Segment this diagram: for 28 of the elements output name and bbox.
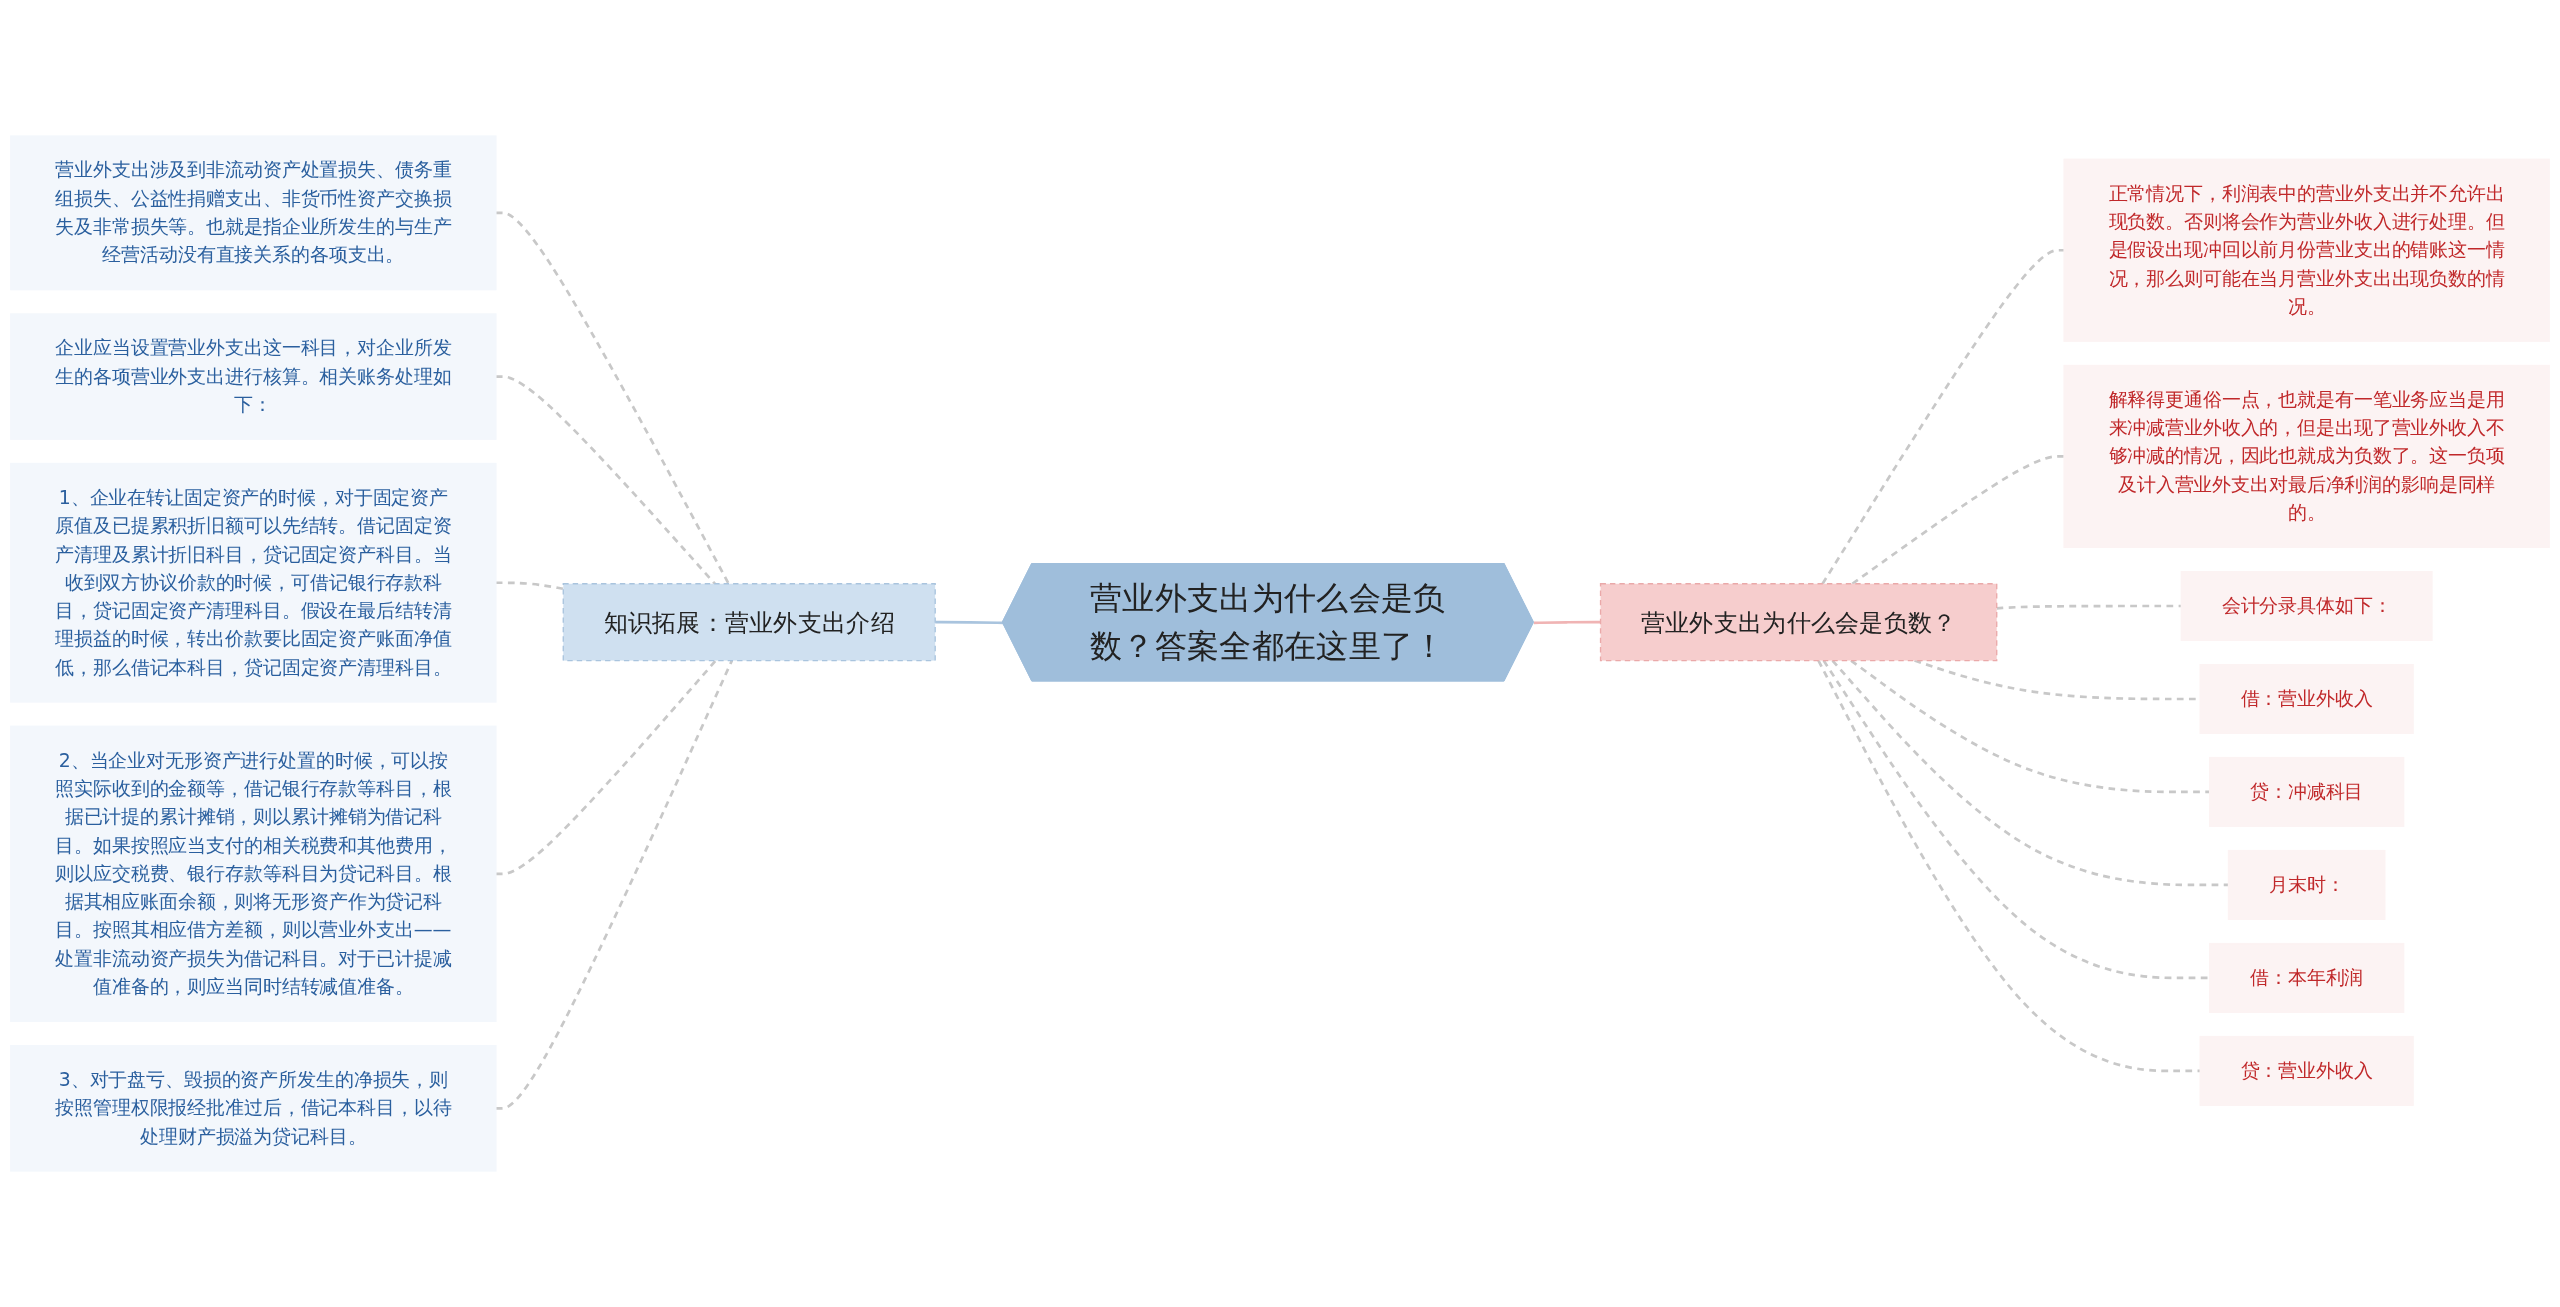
node-box: 1、企业在转让固定资产的时候，对于固定资产原值及已提累积折旧额可以先结转。借记固定资产清理及累计折旧科目，贷记固定资产科目。当收到双方协议价款的时候，可借记银行存款科目，贷记固定资产清理科目。假设在最后结转清理损益的时候，转出价款要比固定资产账面净值低，那么借记本科目，贷记固定资产清理科目。 <box>10 462 497 703</box>
node-box: 会计分录具体如下： <box>2180 570 2433 642</box>
node-box: 月末时： <box>2227 849 2386 920</box>
connector <box>1533 620 1601 625</box>
node-box: 贷：冲减科目 <box>2208 756 2405 827</box>
connector <box>495 659 717 876</box>
connector <box>1851 455 2065 585</box>
connector <box>1831 659 2229 887</box>
node-box: 知识拓展：营业外支出介绍 <box>562 583 936 662</box>
connector <box>1822 659 2210 980</box>
connector <box>1817 659 2201 1073</box>
connector <box>495 375 716 585</box>
node-box: 贷：营业外收入 <box>2199 1035 2414 1106</box>
connector <box>935 620 1004 625</box>
connector <box>495 581 564 591</box>
node-box: 正常情况下，利润表中的营业外支出并不允许出现负数。否则将会作为营业外收入进行处理。但是假设出现冲回以前月份营业支出的错账这一情况，那么则可能在当月营业外支出出现负数的情况。 <box>2063 158 2550 342</box>
node-box: 2、当企业对无形资产进行处置的时候，可以按照实际收到的金额等，借记银行存款等科目，根据已计提的累计摊销，则以累计摊销为借记科目。如果按照应当支付的相关税费和其他费用，则以应交税费、银行存款等科目为贷记科目。根据其相应账面余额，则将无形资产作为贷记科目。按照其相应借方差额，则以营业外支出——处置非流动资产损失为借记科目。对于已计提减值准备的，则应当同时结转减值准备。 <box>10 725 497 1023</box>
connector <box>495 211 730 585</box>
node-box: 企业应当设置营业外支出这一科目，对企业所发生的各项营业外支出进行核算。相关账务处理如下： <box>10 313 497 440</box>
node-box: 营业外支出涉及到非流动资产处置损失、债务重组损失、公益性捐赠支出、非货币性资产交换损失及非常损失等。也就是指企业所发生的与生产经营活动没有直接关系的各项支出。 <box>10 135 497 291</box>
connector <box>1996 604 2182 610</box>
node-box: 借：本年利润 <box>2208 942 2405 1013</box>
connector <box>1850 659 2210 794</box>
node-box: 3、对于盘亏、毁损的资产所发生的净损失，则按照管理权限报经批准过后，借记本科目，以待处理财产损溢为贷记科目。 <box>10 1044 497 1172</box>
connector <box>1821 248 2065 585</box>
connector <box>495 660 734 1110</box>
node-box: 解释得更通俗一点，也就是有一笔业务应当是用来冲减营业外收入的，但是出现了营业外收入不够冲减的情况，因此也就成为负数了。这一负项及计入营业外支出对最后净利润的影响是同样的。 <box>2063 364 2550 549</box>
node-box: 营业外支出为什么会是负数？ <box>1599 583 1998 662</box>
